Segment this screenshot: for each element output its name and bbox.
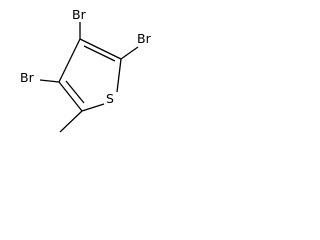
bond-c2-c3 — [58, 38, 81, 83]
atom-label-br-right: Br — [137, 31, 152, 46]
bond-c1-c2 — [58, 81, 83, 112]
bond-c3-c4-inner — [83, 45, 116, 62]
atom-label-sulfur: S — [106, 91, 114, 106]
molecule-structure: Br Br Br S — [20, 7, 152, 133]
bond-s-c1 — [81, 103, 105, 112]
bond-c1-methyl — [59, 110, 83, 133]
bond-c1-c2-inner — [65, 80, 85, 104]
atom-label-br-top: Br — [72, 7, 87, 22]
bond-c2-br-left — [39, 79, 60, 83]
atom-label-br-left: Br — [20, 70, 35, 85]
bond-c4-br-right — [120, 46, 139, 60]
bond-c3-c4 — [79, 38, 122, 60]
bond-c4-s — [116, 58, 122, 93]
